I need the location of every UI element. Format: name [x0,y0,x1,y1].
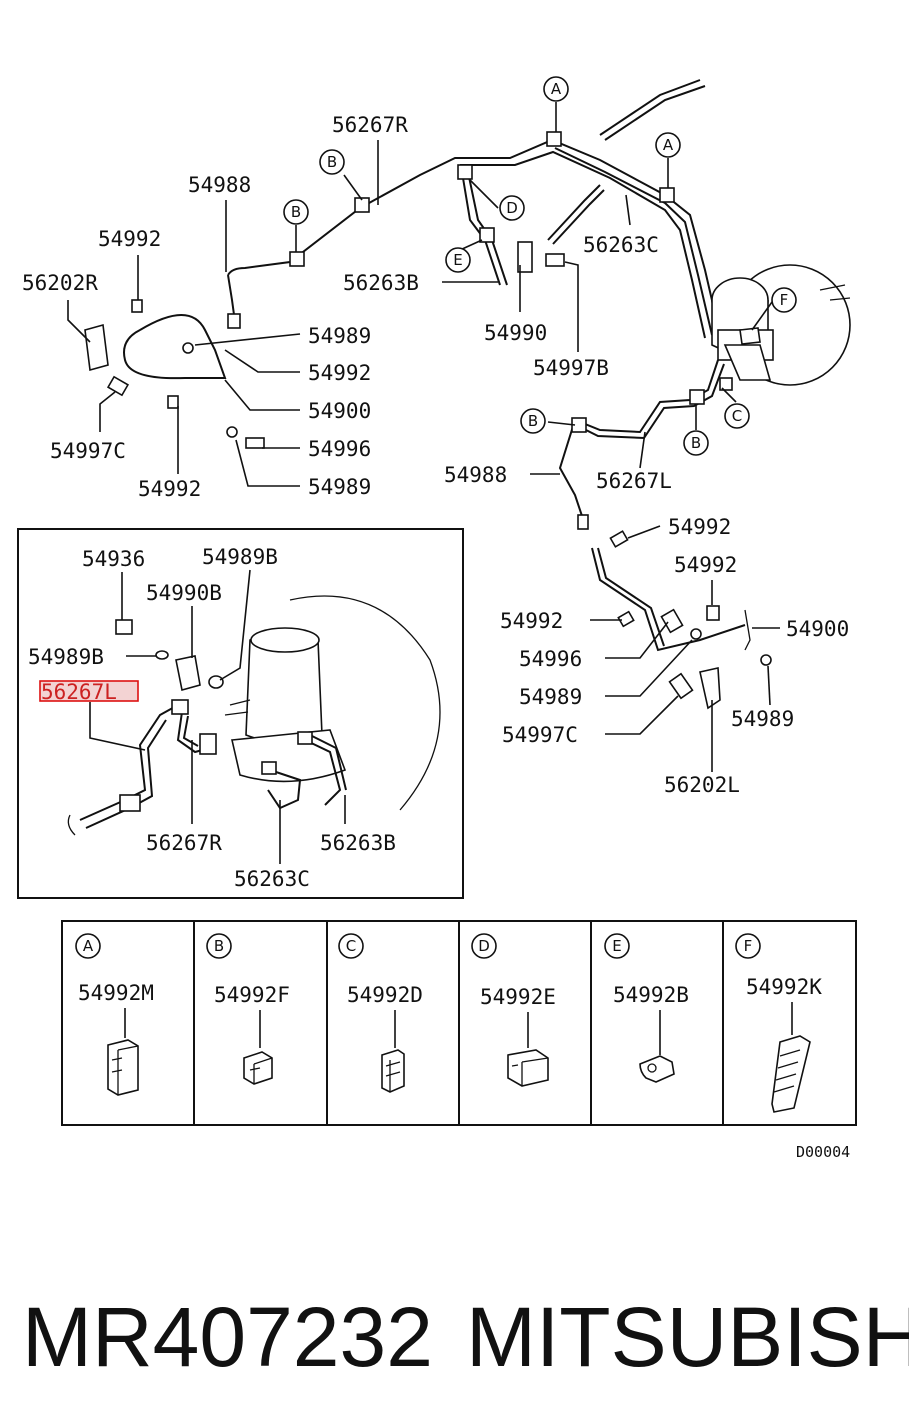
label-54990: 54990 [484,321,547,345]
label-56202r: 56202R [22,271,98,295]
main-leaders [67,102,780,772]
svg-text:A: A [551,80,562,98]
brand-name: MITSUBISHI [466,1290,909,1384]
label-54989-left-a: 54989 [308,324,371,348]
callout-b-right: B [520,408,546,434]
svg-text:54992E: 54992E [480,985,556,1009]
svg-text:54992B: 54992B [613,983,689,1007]
callout-e: E [445,247,471,273]
inset-label-54990b: 54990B [146,581,222,605]
callout-d: D [499,195,525,221]
label-54992-left-mid: 54992 [308,361,371,385]
label-54996-left: 54996 [308,437,371,461]
svg-text:B: B [214,937,224,955]
label-54997c-left: 54997C [50,439,126,463]
inset-label-54936: 54936 [82,547,145,571]
clip-table: A 54992M B 54992F C 54992D [61,920,857,1126]
inset-label-56267r: 56267R [146,831,222,855]
inset-label-54989b-top: 54989B [202,545,278,569]
label-56267l-right: 56267L [596,469,672,493]
callout-b-top: B [319,149,345,175]
svg-text:54992M: 54992M [78,981,154,1005]
svg-text:B: B [691,434,701,452]
svg-text:A: A [83,937,94,955]
label-54900-right: 54900 [786,617,849,641]
label-54996-right: 54996 [519,647,582,671]
svg-text:54992K: 54992K [746,975,822,999]
callout-b-left: B [283,199,309,225]
svg-text:F: F [780,291,789,309]
clip-cell-f: F 54992K [735,933,822,1113]
clip-m-icon [107,1039,139,1096]
svg-text:B: B [327,153,337,171]
svg-text:54992D: 54992D [347,983,423,1007]
label-54900-left: 54900 [308,399,371,423]
svg-text:B: B [291,203,301,221]
label-56263c: 56263C [583,233,659,257]
inset-label-54989b-left: 54989B [28,645,104,669]
label-54992-right-b: 54992 [674,553,737,577]
label-54989-right-a: 54989 [519,685,582,709]
inset-label-56263c: 56263C [234,867,310,891]
inset-labels: 54936 54989B 54990B 54989B 56267L 56267R… [28,545,396,891]
svg-text:B: B [528,412,538,430]
label-54989-right-b: 54989 [731,707,794,731]
svg-text:54992F: 54992F [214,983,290,1007]
label-54988-left: 54988 [188,173,251,197]
label-54997c-right: 54997C [502,723,578,747]
clip-cell-d: D 54992E [471,933,556,1087]
inset-label-56263b: 56263B [320,831,396,855]
svg-text:F: F [744,937,753,955]
label-56263b: 56263B [343,271,419,295]
label-54992-left-bottom: 54992 [138,477,201,501]
clip-f-icon [243,1051,273,1085]
clip-e-icon [507,1049,549,1087]
svg-text:C: C [346,937,356,955]
svg-text:E: E [453,251,462,269]
main-callouts: A A B B D E F B B C [283,76,797,456]
callout-a-right: A [655,132,681,158]
label-54992-right-c: 54992 [500,609,563,633]
label-56202l: 56202L [664,773,740,797]
clip-cell-e: E 54992B [604,933,689,1083]
clip-cell-c: C 54992D [338,933,423,1093]
main-labels: 56267R 54988 54992 56202R 56263B 54989 5… [22,113,849,797]
inset-panel [17,528,464,899]
inset-label-56267l: 56267L [41,680,117,704]
label-54997b: 54997B [533,356,609,380]
clip-b-icon [639,1055,675,1083]
clip-k-icon [771,1035,811,1113]
clip-d-icon [381,1049,405,1093]
diagram-code: D00004 [796,1143,850,1161]
clip-cell-a: A 54992M [75,933,154,1096]
label-54988-right: 54988 [444,463,507,487]
part-number: MR407232 [22,1290,433,1384]
svg-text:D: D [478,937,490,955]
svg-text:C: C [732,407,742,425]
callout-b-lower: B [683,430,709,456]
callout-c: C [724,403,750,429]
svg-text:A: A [663,136,674,154]
callout-a-top: A [543,76,569,102]
main-drawing [84,79,851,710]
label-54989-left-b: 54989 [308,475,371,499]
svg-text:E: E [612,937,621,955]
clip-cell-b: B 54992F [206,933,290,1085]
highlight-56267l [39,680,139,702]
label-56267r-top: 56267R [332,113,408,137]
label-54992-left-top: 54992 [98,227,161,251]
callout-f: F [771,287,797,313]
label-54992-right-a: 54992 [668,515,731,539]
svg-text:D: D [506,199,518,217]
